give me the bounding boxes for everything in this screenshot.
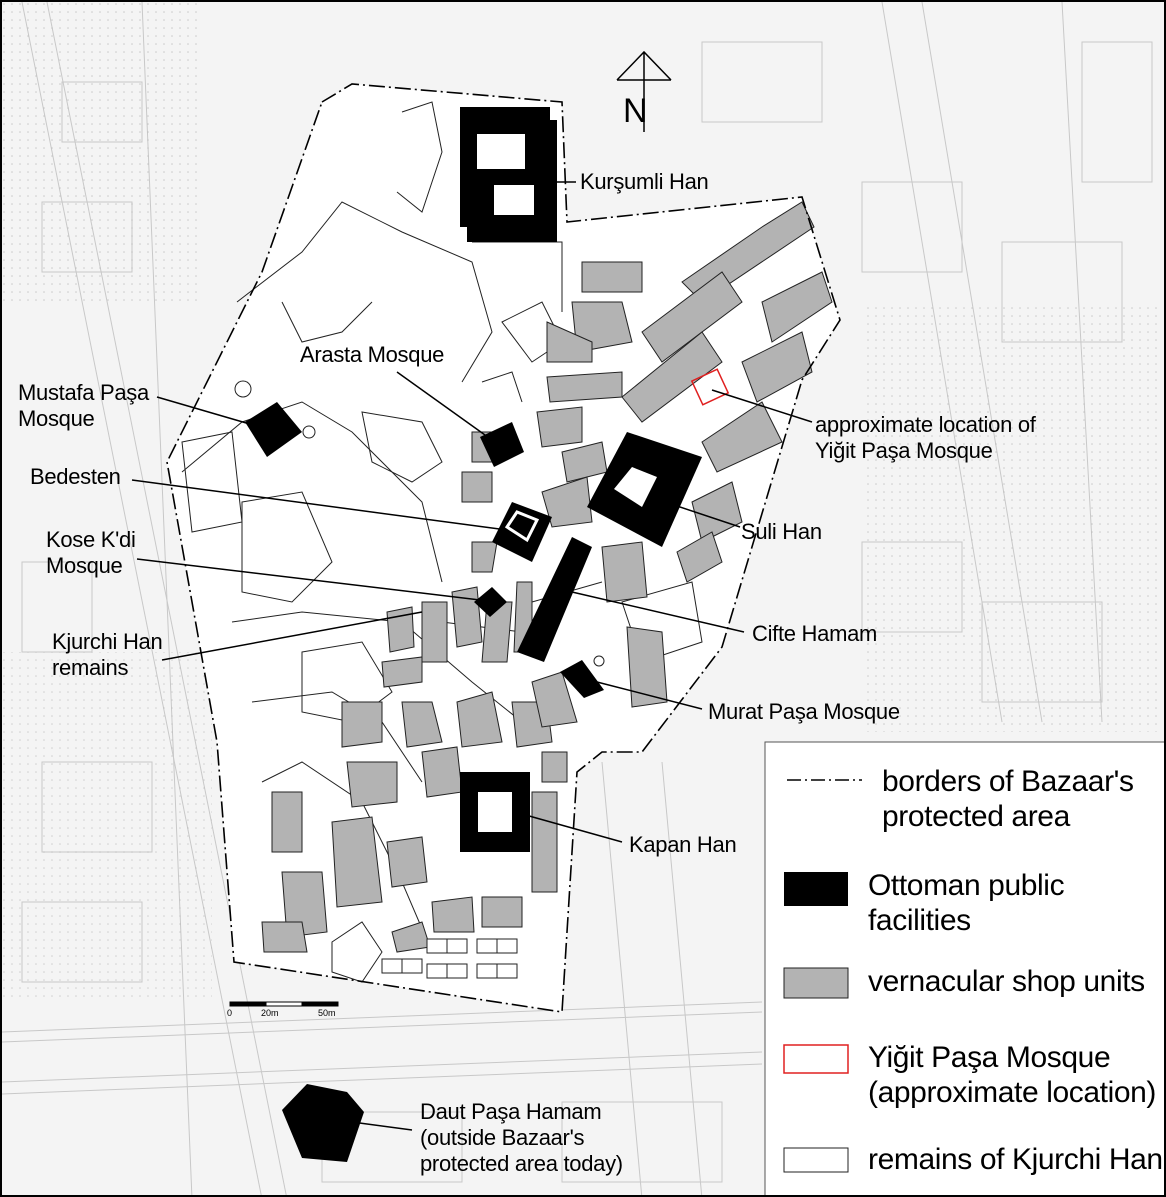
kursumli-han-building [460, 107, 557, 242]
legend-swatch-vernacular [783, 967, 849, 999]
murat-pasa-mosque-building [560, 660, 604, 698]
leader-lines [131, 181, 813, 1131]
legend-swatches [783, 779, 862, 1173]
legend-text-kjurchi: remains of Kjurchi Han [868, 1143, 1163, 1176]
label-kose-kdi-mosque: Kose K'di Mosque [46, 527, 136, 578]
label-arasta-mosque: Arasta Mosque [300, 342, 445, 367]
north-label: N [623, 92, 648, 130]
north-arrow [616, 50, 672, 132]
legend-frame [764, 741, 1164, 1195]
legend-swatch-ottoman [784, 872, 848, 906]
label-kjurchi-han-remains: Kjurchi Han remains [52, 629, 163, 680]
scale-tick-50m: 50m [318, 1008, 336, 1018]
label-kapan-han: Kapan Han [629, 832, 737, 857]
legend-swatch-yigit [783, 1044, 849, 1074]
mustafa-pasa-mosque-building [245, 402, 302, 457]
legend-swatch-kjurchi [783, 1147, 849, 1173]
cifte-hamam-building [517, 537, 592, 662]
kjurchi-han-remains-outlines [381, 938, 518, 979]
daut-pasa-hamam-building [282, 1084, 364, 1162]
label-daut-pasa-hamam: Daut Paşa Hamam (outside Bazaar's protec… [420, 1099, 623, 1176]
legend-text-vernacular: vernacular shop units [868, 965, 1145, 998]
label-bedesten: Bedesten [30, 464, 121, 489]
label-mustafa-pasa-mosque: Mustafa Paşa Mosque [18, 380, 149, 431]
scale-tick-20m: 20m [261, 1008, 279, 1018]
label-cifte-hamam: Cifte Hamam [752, 621, 878, 646]
scale-bar [229, 1001, 339, 1007]
label-murat-pasa-mosque: Murat Paşa Mosque [708, 699, 900, 724]
legend-text-yigit: Yiğit Paşa Mosque (approximate location) [868, 1041, 1157, 1109]
legend-text-border: borders of Bazaar's protected area [882, 765, 1134, 833]
background-dotted-areas [2, 2, 1162, 1002]
legend-text-ottoman: Ottoman public facilities [868, 869, 1065, 937]
yigit-pasa-mosque-approx-marker [690, 368, 730, 406]
scale-tick-0: 0 [227, 1008, 233, 1018]
label-suli-han: Suli Han [741, 519, 822, 544]
arasta-mosque-building [480, 422, 524, 467]
label-kursumli-han: Kurşumli Han [580, 169, 709, 194]
kose-kdi-mosque-building [474, 587, 507, 617]
label-yigit-pasa-approx: approximate location of Yiğit Paşa Mosqu… [815, 412, 1036, 463]
courtyards [477, 134, 657, 832]
